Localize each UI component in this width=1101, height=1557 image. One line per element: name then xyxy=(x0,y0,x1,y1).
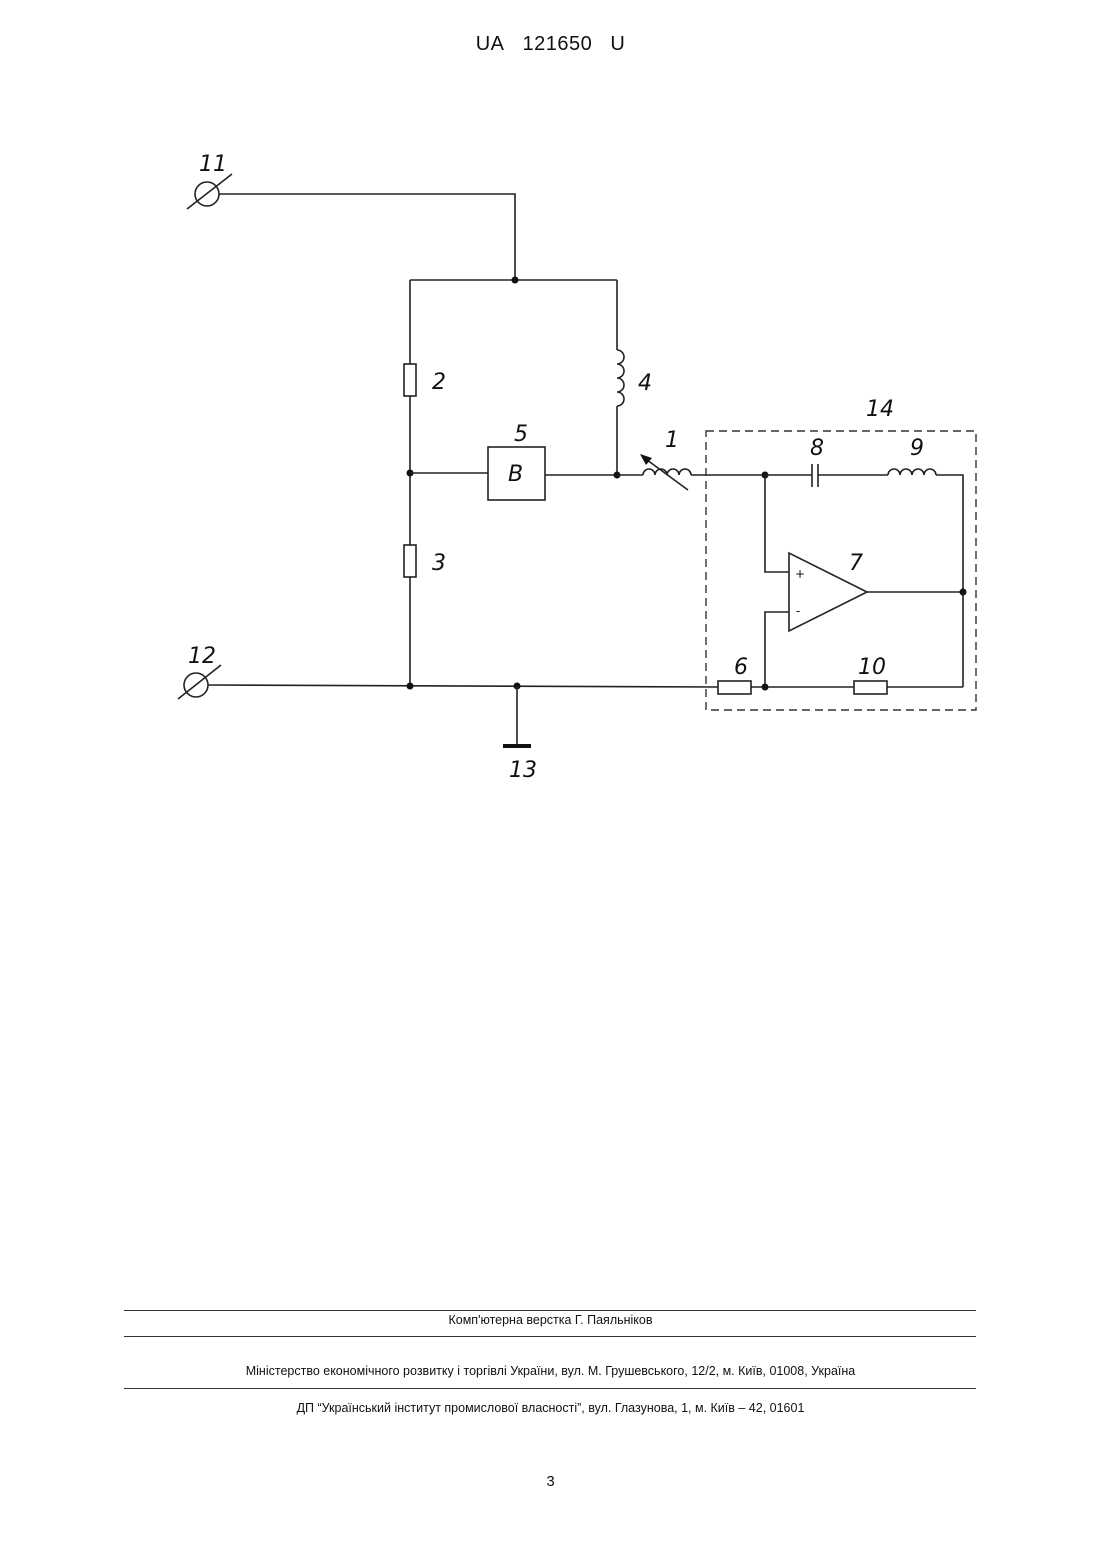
ground-13 xyxy=(503,686,531,746)
label-3: 3 xyxy=(432,551,446,576)
footer-institute: ДП “Український інститут промислової вла… xyxy=(0,1401,1101,1415)
inductor-4 xyxy=(617,350,624,406)
label-14: 14 xyxy=(866,397,894,422)
label-1: 1 xyxy=(665,428,679,453)
resistor-10 xyxy=(854,681,887,694)
junction-bottom-left xyxy=(407,683,414,690)
label-13: 13 xyxy=(509,758,537,783)
footer-rule-1 xyxy=(124,1310,976,1311)
label-8: 8 xyxy=(810,436,824,461)
wire-bottom xyxy=(208,685,718,687)
terminal-12 xyxy=(178,665,221,699)
label-5: 5 xyxy=(514,422,528,447)
opamp-plus-sign: + xyxy=(795,567,805,581)
footer-rule-2 xyxy=(124,1336,976,1337)
label-10: 10 xyxy=(858,655,886,680)
capacitor-8 xyxy=(812,464,818,487)
resistor-2 xyxy=(404,364,416,396)
resistor-6 xyxy=(718,681,751,694)
footer-typesetting: Комп'ютерна верстка Г. Паяльніков xyxy=(0,1313,1101,1327)
wire-top xyxy=(219,194,515,280)
label-4: 4 xyxy=(638,371,652,396)
resistor-3 xyxy=(404,545,416,577)
junction-amp-out xyxy=(960,589,967,596)
footer-ministry: Міністерство економічного розвитку і тор… xyxy=(0,1364,1101,1378)
label-7: 7 xyxy=(849,551,863,576)
inductor-1-arrow xyxy=(643,457,688,490)
footer-rule-3 xyxy=(124,1388,976,1389)
page-number: 3 xyxy=(0,1473,1101,1490)
label-5-letter: B xyxy=(508,462,523,487)
label-9: 9 xyxy=(910,436,924,461)
junction-bottom-amp xyxy=(762,684,769,691)
label-11: 11 xyxy=(199,152,227,177)
label-12: 12 xyxy=(188,644,216,669)
inductor-9 xyxy=(888,469,936,475)
terminal-11 xyxy=(187,174,232,209)
label-2: 2 xyxy=(432,370,446,395)
opamp-minus-sign: - xyxy=(796,604,800,618)
circuit-diagram: 11 12 13 14 1 2 3 4 5 B 6 7 8 9 10 + - xyxy=(0,0,1101,800)
junction-top xyxy=(512,277,519,284)
label-6: 6 xyxy=(734,655,748,680)
